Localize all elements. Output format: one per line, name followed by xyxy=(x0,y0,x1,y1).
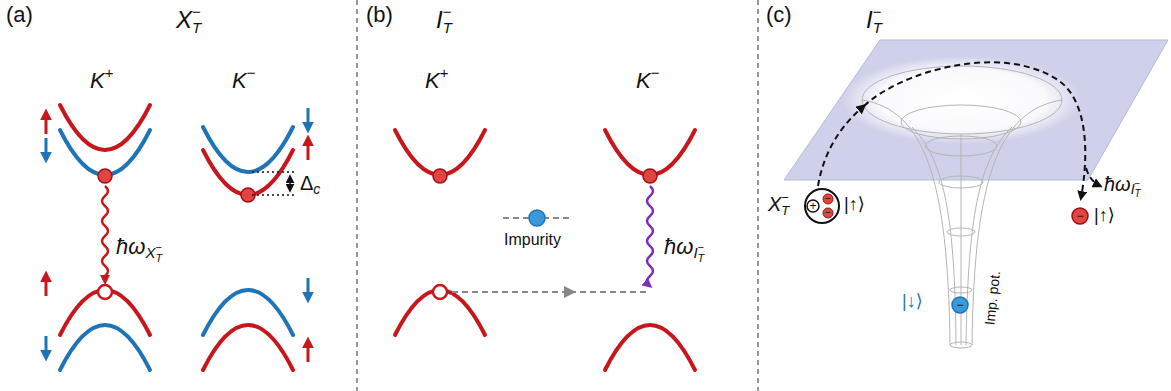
subscript: T xyxy=(155,253,162,264)
superscript: − xyxy=(443,4,452,19)
photon-wave xyxy=(102,186,108,282)
spin-arrows-a-kminus xyxy=(307,108,310,362)
photon-wave xyxy=(647,186,653,286)
bands-a-kminus xyxy=(203,127,293,370)
electron-dot xyxy=(823,194,833,204)
charge-sign: − xyxy=(825,208,831,218)
spin-state: |↑⟩ xyxy=(1094,206,1115,224)
subscript: X xyxy=(145,245,155,260)
superscript: − xyxy=(1135,179,1141,189)
subscript: T xyxy=(698,253,705,264)
trapped-electron xyxy=(952,297,968,313)
impurity-label: Impurity xyxy=(504,232,561,248)
subscript: T xyxy=(192,20,201,35)
panel-label: (c) xyxy=(766,4,792,26)
potential-label: Imp. pot. xyxy=(982,270,1002,326)
superscript: + xyxy=(440,65,449,80)
photon-energy: ħω xyxy=(664,236,693,258)
superscript: − xyxy=(873,4,882,19)
trion-label: X xyxy=(768,194,781,214)
electron-dot xyxy=(823,208,833,218)
hole-circle xyxy=(807,200,819,212)
subscript: c xyxy=(313,182,320,196)
panel-title: I xyxy=(436,8,443,32)
charge-sign: − xyxy=(1076,210,1083,222)
transfer-arrow xyxy=(570,291,650,293)
spin-arrows-a-kplus xyxy=(45,112,48,358)
spin-state: |↓⟩ xyxy=(902,292,923,310)
trajectory xyxy=(818,62,1100,198)
photon-energy: ħω xyxy=(1104,174,1131,194)
superscript: − xyxy=(698,242,704,253)
panel-divider xyxy=(356,0,358,391)
potential-plane xyxy=(784,40,1168,180)
superscript: − xyxy=(651,65,660,80)
funnel-grid xyxy=(862,66,1062,348)
panel-title: X xyxy=(176,8,192,32)
superscript: − xyxy=(192,4,201,19)
trion-circle xyxy=(805,189,839,223)
charge-sign: − xyxy=(825,194,831,204)
panel-divider xyxy=(757,0,759,391)
subscript: T xyxy=(443,20,452,35)
subscript: I xyxy=(1131,182,1135,196)
panel-label: (a) xyxy=(6,4,33,26)
transfer-arrow xyxy=(452,291,570,293)
valley-label: K xyxy=(636,70,651,92)
superscript: − xyxy=(247,65,256,80)
subscript: I xyxy=(693,245,697,260)
splitting-marker xyxy=(252,172,296,195)
hole-circle xyxy=(433,285,447,299)
valley-label: K xyxy=(425,70,440,92)
superscript: + xyxy=(105,65,114,80)
panel-title: I xyxy=(866,8,873,32)
charge-sign: + xyxy=(809,200,816,212)
bands-a-kplus xyxy=(60,105,150,370)
valley-label: K xyxy=(90,70,105,92)
bands-b xyxy=(395,130,695,370)
spin-state: |↑⟩ xyxy=(844,195,865,213)
splitting-label: Δ xyxy=(300,173,313,193)
subscript: T xyxy=(781,204,789,217)
electron-dot xyxy=(433,169,447,183)
photon-energy: ħω xyxy=(116,236,145,258)
hole-circle xyxy=(98,285,112,299)
released-electron xyxy=(1072,208,1088,224)
superscript: − xyxy=(155,242,161,253)
superscript: − xyxy=(781,191,789,204)
subscript: T xyxy=(873,20,882,35)
panel-label: (b) xyxy=(366,4,393,26)
subscript: T xyxy=(1135,189,1141,199)
electron-dot xyxy=(98,169,112,183)
impurity-dot xyxy=(529,210,545,226)
charge-sign: − xyxy=(956,299,963,311)
electron-dot xyxy=(643,169,657,183)
valley-label: K xyxy=(232,70,247,92)
funnel-glow xyxy=(842,56,1082,144)
